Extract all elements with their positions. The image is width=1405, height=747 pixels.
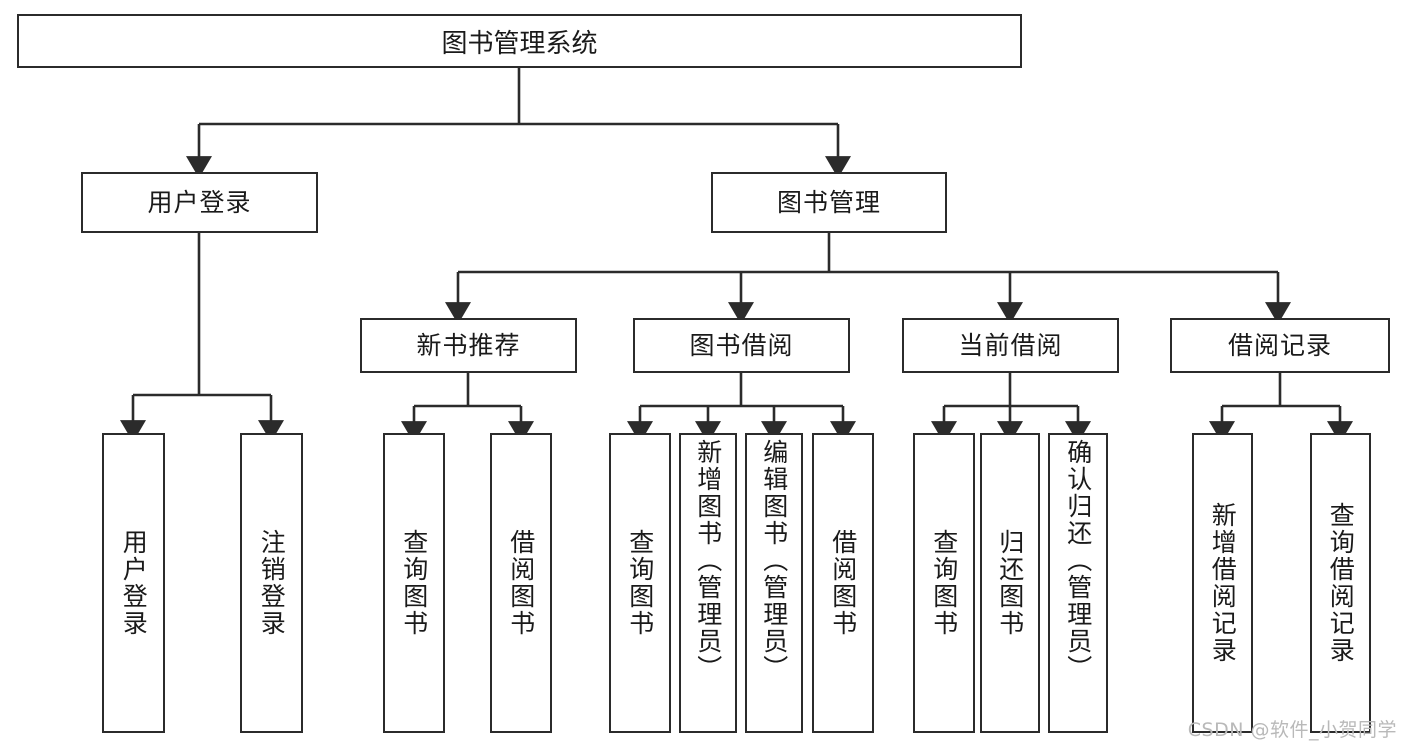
csdn-watermark: CSDN @软件_小贺同学 — [1187, 719, 1397, 741]
leaf-borrow-edit-book-admin[interactable]: 编辑图书（管理员） — [745, 433, 803, 733]
node-book-management[interactable]: 图书管理 — [711, 172, 947, 233]
leaf-current-confirm-return-admin[interactable]: 确认归还（管理员） — [1048, 433, 1108, 733]
node-user-login-label: 用户登录 — [147, 187, 252, 217]
leaf-label: 新增图书（管理员） — [693, 439, 723, 682]
node-user-login[interactable]: 用户登录 — [81, 172, 318, 233]
leaf-label: 借阅图书 — [506, 529, 536, 637]
leaf-label: 用户登录 — [119, 529, 149, 637]
leaf-user-login-logout[interactable]: 注销登录 — [240, 433, 303, 733]
leaf-new-book-borrow[interactable]: 借阅图书 — [490, 433, 552, 733]
node-book-borrow-label: 图书借阅 — [689, 330, 794, 360]
leaf-record-query-record[interactable]: 查询借阅记录 — [1310, 433, 1371, 733]
leaf-label: 确认归还（管理员） — [1063, 439, 1093, 682]
node-root-system[interactable]: 图书管理系统 — [17, 14, 1022, 68]
leaf-label: 编辑图书（管理员） — [759, 439, 789, 682]
leaf-borrow-add-book-admin[interactable]: 新增图书（管理员） — [679, 433, 737, 733]
leaf-borrow-query-book[interactable]: 查询图书 — [609, 433, 671, 733]
leaf-record-add-record[interactable]: 新增借阅记录 — [1192, 433, 1253, 733]
leaf-label: 新增借阅记录 — [1208, 502, 1238, 664]
node-current-borrow[interactable]: 当前借阅 — [902, 318, 1119, 373]
node-book-management-label: 图书管理 — [776, 187, 881, 217]
leaf-label: 借阅图书 — [828, 529, 858, 637]
leaf-borrow-borrow-book[interactable]: 借阅图书 — [812, 433, 874, 733]
node-current-borrow-label: 当前借阅 — [958, 330, 1063, 360]
node-borrow-record[interactable]: 借阅记录 — [1170, 318, 1390, 373]
leaf-label: 查询图书 — [929, 529, 959, 637]
leaf-current-query-book[interactable]: 查询图书 — [913, 433, 975, 733]
leaf-label: 查询图书 — [399, 529, 429, 637]
leaf-user-login-login[interactable]: 用户登录 — [102, 433, 165, 733]
node-root-label: 图书管理系统 — [441, 28, 598, 59]
leaf-current-return-book[interactable]: 归还图书 — [980, 433, 1040, 733]
leaf-new-book-query[interactable]: 查询图书 — [383, 433, 445, 733]
node-new-book-recommend[interactable]: 新书推荐 — [360, 318, 577, 373]
leaf-label: 查询图书 — [625, 529, 655, 637]
node-book-borrow[interactable]: 图书借阅 — [633, 318, 850, 373]
leaf-label: 查询借阅记录 — [1326, 502, 1356, 664]
node-new-book-recommend-label: 新书推荐 — [416, 330, 521, 360]
leaf-label: 归还图书 — [995, 529, 1025, 637]
node-borrow-record-label: 借阅记录 — [1227, 330, 1332, 360]
leaf-label: 注销登录 — [257, 529, 287, 637]
